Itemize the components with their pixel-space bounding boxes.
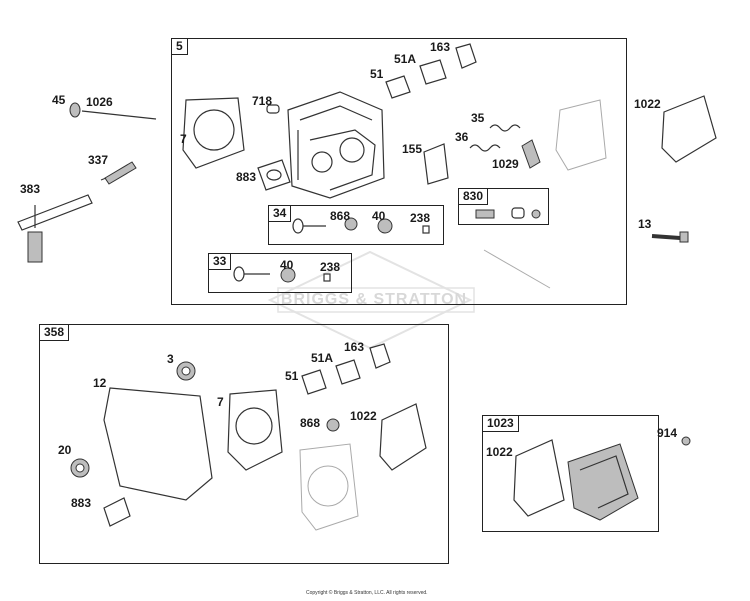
part-36-spring <box>469 144 501 152</box>
box-tag-5: 5 <box>171 38 188 55</box>
box-tag-830: 830 <box>458 188 489 205</box>
part-51-gasket-b <box>301 369 327 395</box>
part-238-keeper-b <box>323 273 331 282</box>
part-883-gasket-b <box>103 497 131 527</box>
assembly-box-830: 830 <box>458 188 549 225</box>
part-1022-gasket-b <box>379 403 427 471</box>
callout-718: 718 <box>252 94 273 108</box>
callout-7: 7 <box>180 132 187 146</box>
callout-883-b: 883 <box>71 496 92 510</box>
box-tag-34: 34 <box>268 205 292 222</box>
part-1022-gasket-c <box>513 439 565 517</box>
ghost-head-gasket <box>299 443 359 531</box>
callout-238: 238 <box>410 211 431 225</box>
part-868-seal-b <box>326 418 340 432</box>
part-13-bolt <box>651 231 689 243</box>
part-383-wrench <box>17 194 93 263</box>
part-34-valve <box>292 218 326 234</box>
callout-3: 3 <box>167 352 174 366</box>
callout-20: 20 <box>58 443 72 457</box>
assembly-box-33: 33 <box>208 253 352 293</box>
callout-337: 337 <box>88 153 109 167</box>
part-51A-spacer <box>419 59 447 85</box>
box-tag-358: 358 <box>39 324 70 341</box>
callout-35: 35 <box>471 111 485 125</box>
box-tag-33: 33 <box>208 253 232 270</box>
callout-238-b: 238 <box>320 260 341 274</box>
callout-155: 155 <box>402 142 423 156</box>
callout-51-b: 51 <box>285 369 299 383</box>
callout-868-b: 868 <box>300 416 321 430</box>
callout-868: 868 <box>330 209 351 223</box>
part-337-spark-plug <box>100 161 137 185</box>
part-45-washer <box>69 102 81 118</box>
copyright-notice: Copyright © Briggs & Stratton, LLC. All … <box>306 590 428 596</box>
part-1029-rocker <box>521 139 541 169</box>
part-830-adjuster <box>475 207 541 219</box>
part-7-head-gasket-b <box>227 389 283 471</box>
callout-163-b: 163 <box>344 340 365 354</box>
part-40-retainer <box>377 218 393 234</box>
assembly-box-5: 5 <box>171 38 627 305</box>
part-883-gasket <box>257 159 291 191</box>
callout-7-b: 7 <box>217 395 224 409</box>
part-33-valve <box>233 266 270 282</box>
callout-36: 36 <box>455 130 469 144</box>
callout-383: 383 <box>20 182 41 196</box>
callout-40: 40 <box>372 209 386 223</box>
callout-1022-b: 1022 <box>350 409 377 423</box>
callout-51A: 51A <box>394 52 417 66</box>
cylinder-head <box>287 91 385 199</box>
part-914-screw <box>681 436 691 446</box>
assembly-box-358: 358 <box>39 324 449 564</box>
assembly-box-1023: 1023 <box>482 415 659 532</box>
ghost-gasket <box>555 99 607 171</box>
part-155-plate <box>423 143 449 185</box>
watermark-text: BRIGGS & STRATTON <box>280 291 468 308</box>
callout-51A-b: 51A <box>311 351 334 365</box>
part-718-pin <box>266 104 280 114</box>
callout-883: 883 <box>236 170 257 184</box>
part-3-seal <box>176 361 196 381</box>
part-12-crankcase-gasket <box>103 387 213 501</box>
callout-45: 45 <box>52 93 66 107</box>
callout-13: 13 <box>638 217 652 231</box>
callout-12: 12 <box>93 376 107 390</box>
part-238-keeper <box>422 225 430 234</box>
part-51A-spacer-b <box>335 359 361 385</box>
callout-1029: 1029 <box>492 157 519 171</box>
box-tag-1023: 1023 <box>482 415 519 432</box>
part-163-gasket <box>455 43 477 69</box>
callout-1022: 1022 <box>634 97 661 111</box>
ghost-pushrod <box>483 249 551 289</box>
callout-1022-c: 1022 <box>486 445 513 459</box>
valve-cover <box>567 443 639 521</box>
watermark-logo <box>267 250 475 350</box>
part-7-head-gasket <box>182 97 245 169</box>
part-163-gasket-b <box>369 343 391 369</box>
assembly-box-34: 34 <box>268 205 444 245</box>
callout-914: 914 <box>657 426 678 440</box>
callout-51: 51 <box>370 67 384 81</box>
callout-1026: 1026 <box>86 95 113 109</box>
part-868-seal <box>344 217 358 231</box>
part-51-gasket <box>385 75 411 99</box>
part-40-retainer-b <box>280 267 296 283</box>
part-35-spring <box>489 124 521 132</box>
callout-40-b: 40 <box>280 258 294 272</box>
part-20-seal <box>70 458 90 478</box>
part-1022-valve-cover-gasket <box>661 95 717 163</box>
part-1026-pushrod <box>81 110 157 120</box>
callout-163: 163 <box>430 40 451 54</box>
